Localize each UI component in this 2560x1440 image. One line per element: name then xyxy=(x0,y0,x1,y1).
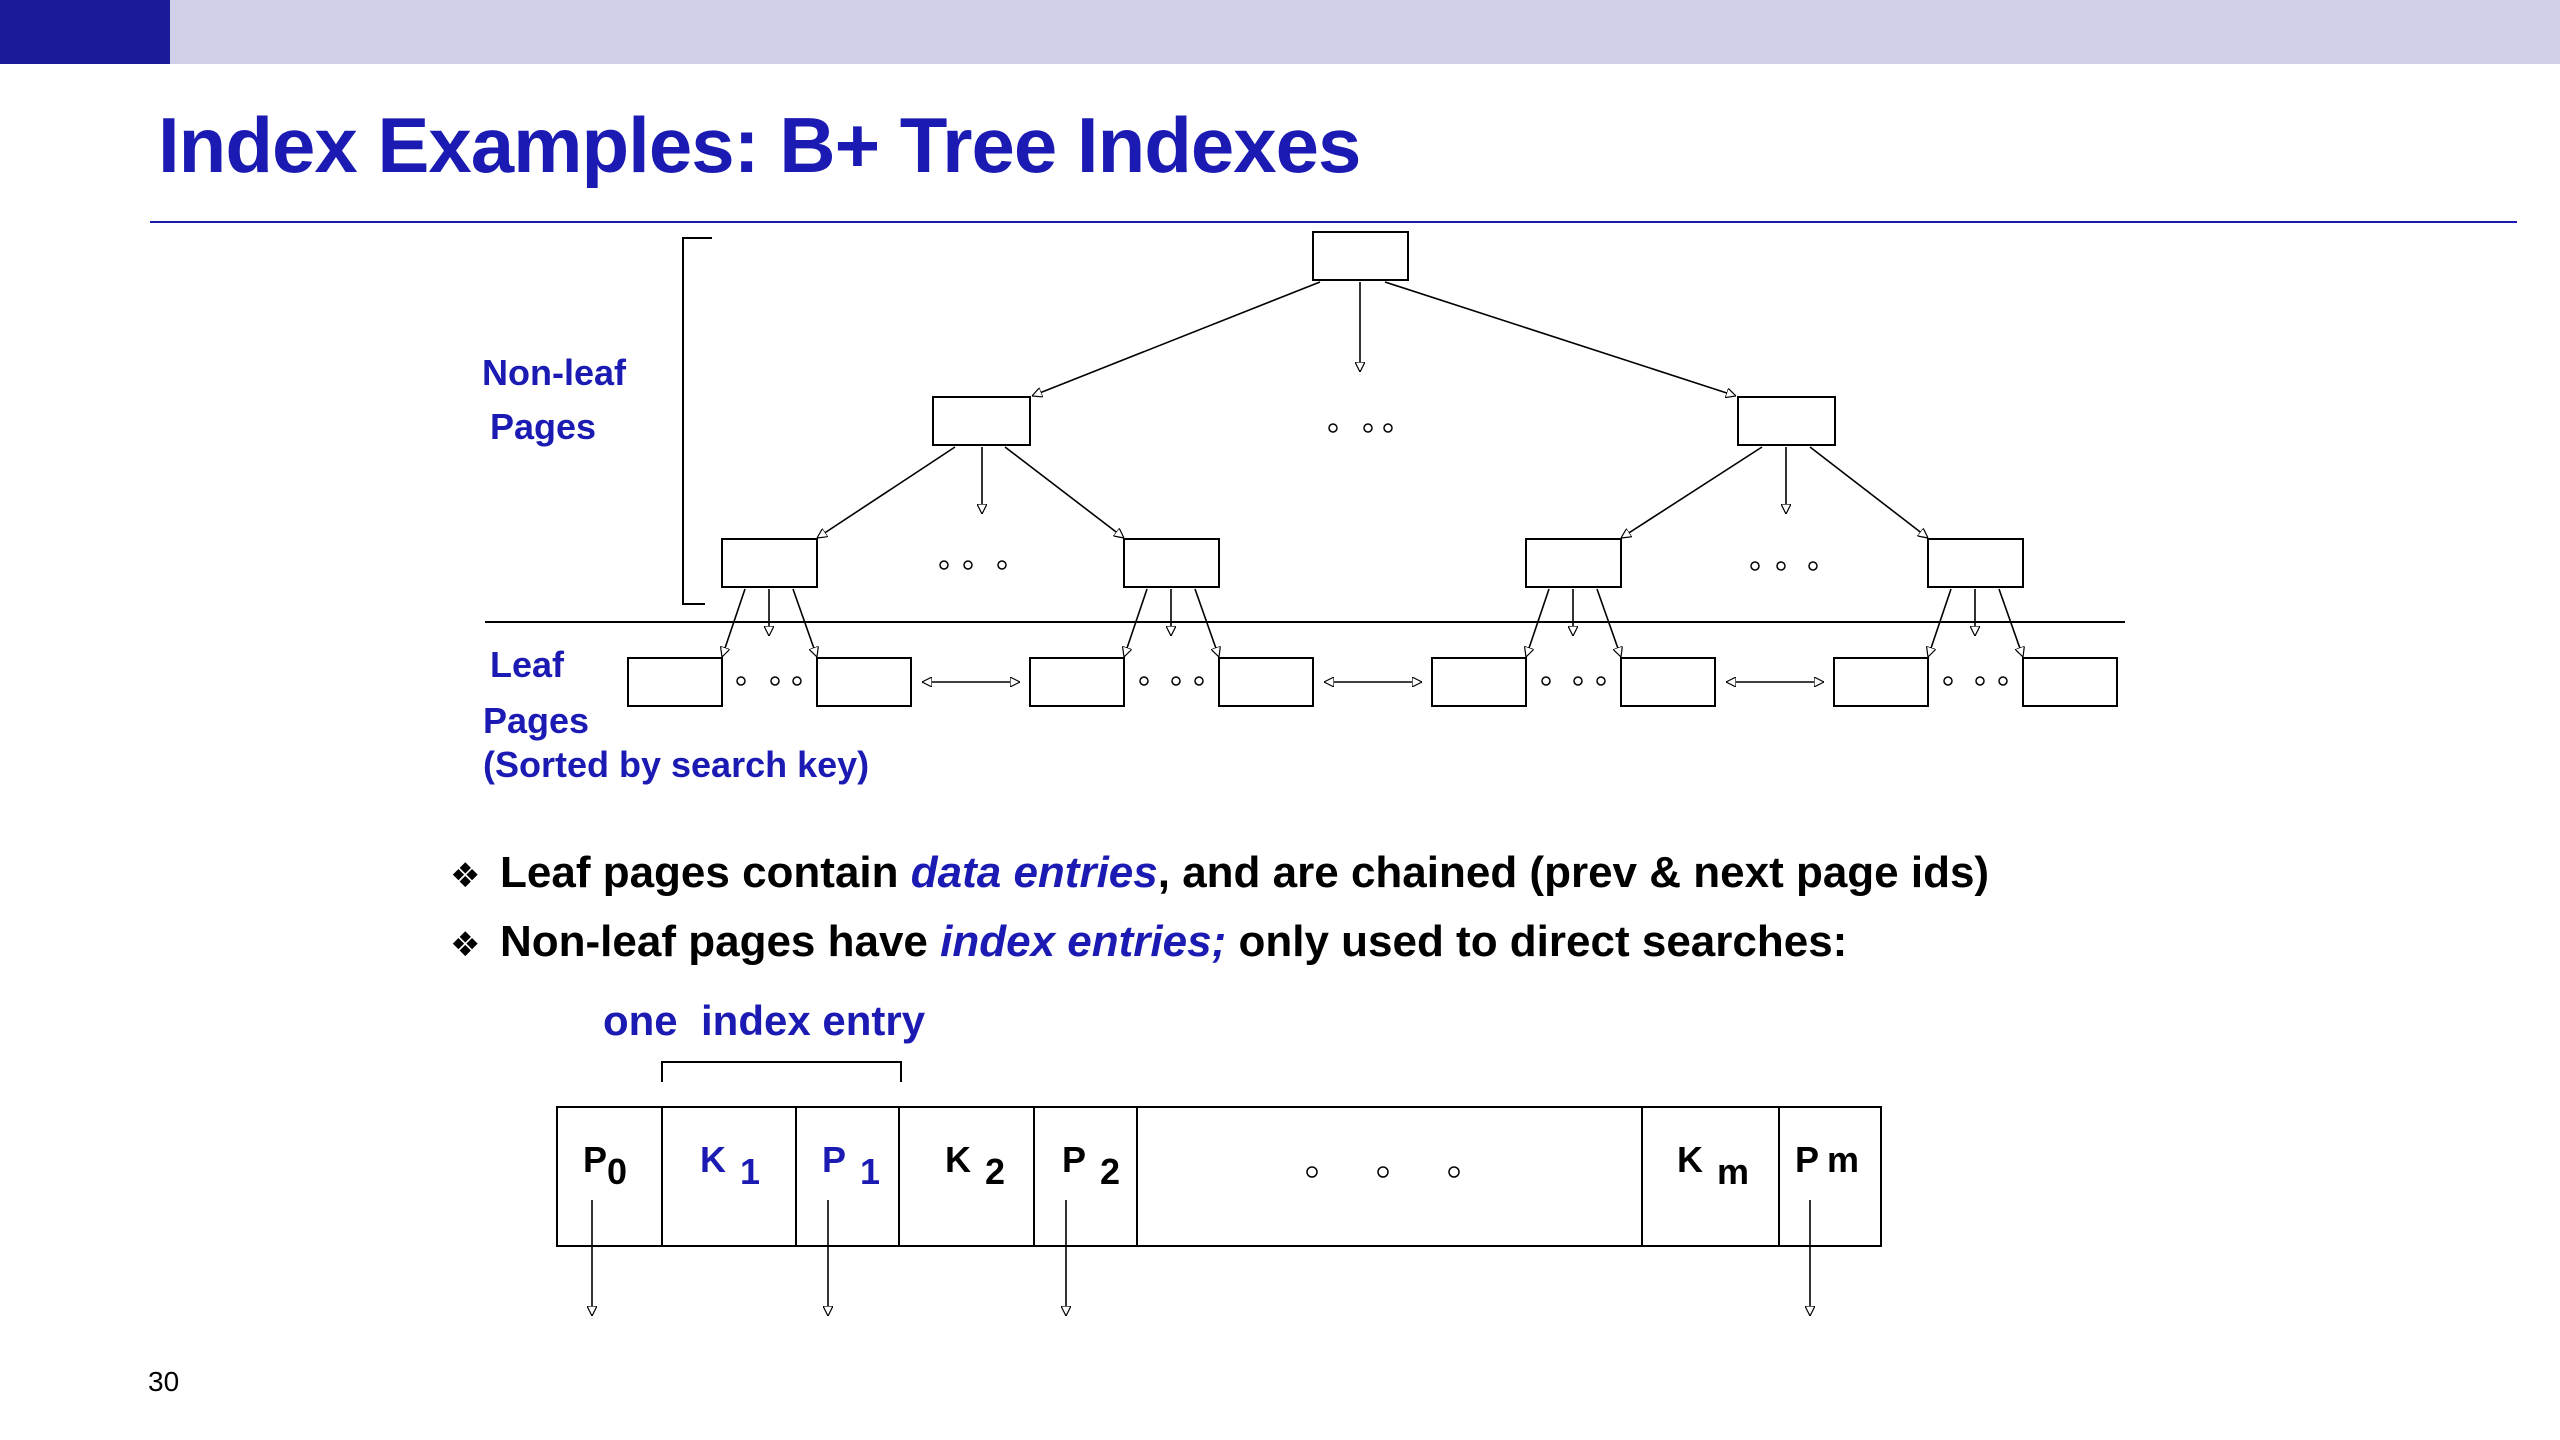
index-page-ellipsis xyxy=(1306,1166,1460,1178)
nonleaf-label-line1: Non-leaf xyxy=(482,352,626,393)
index-page-cells xyxy=(556,1106,1882,1247)
page-number: 30 xyxy=(148,1366,180,1397)
leaf-page-1 xyxy=(627,657,723,707)
bullet-diamond-icon: ❖ xyxy=(450,856,481,896)
nonleaf-bracket xyxy=(682,237,712,605)
bullet-diamond-icon: ❖ xyxy=(450,925,481,965)
bullet-list: ❖Leaf pages contain data entries, and ar… xyxy=(450,840,1989,978)
index-entry-label: one index entry xyxy=(603,997,926,1044)
leaf-page-5 xyxy=(1431,657,1527,707)
level2-node-4 xyxy=(1927,538,2024,588)
bullet-item: ❖Non-leaf pages have index entries; only… xyxy=(450,909,1989,978)
leaf-page-7 xyxy=(1833,657,1929,707)
top-banner-accent xyxy=(0,0,170,64)
leaf-label-line3: (Sorted by search key) xyxy=(483,744,870,785)
leaf-page-3 xyxy=(1029,657,1125,707)
leaf-page-6 xyxy=(1620,657,1716,707)
top-banner xyxy=(0,0,2560,64)
nonleaf-label-line2: Pages xyxy=(490,406,597,447)
leaf-page-8 xyxy=(2022,657,2118,707)
ellipsis-dots xyxy=(736,423,2008,686)
level2-node-2 xyxy=(1123,538,1220,588)
p0-label: P0 xyxy=(583,1139,627,1192)
level2-node-3 xyxy=(1525,538,1622,588)
leaf-label-line1: Leaf xyxy=(490,644,565,685)
index-entry-bracket xyxy=(661,1061,902,1082)
leaf-page-2 xyxy=(816,657,912,707)
tree-pointers xyxy=(722,281,2023,657)
level1-right-node xyxy=(1737,396,1836,446)
index-page-outline xyxy=(556,1106,1882,1247)
leaf-page-4 xyxy=(1218,657,1314,707)
bullet-item: ❖Leaf pages contain data entries, and ar… xyxy=(450,840,1989,909)
root-node xyxy=(1312,231,1409,281)
index-page-pointers xyxy=(592,1200,1810,1316)
level1-left-node xyxy=(932,396,1031,446)
level2-node-1 xyxy=(721,538,818,588)
title-underline xyxy=(150,221,2517,223)
slide-title: Index Examples: B+ Tree Indexes xyxy=(158,101,1361,189)
leaf-label-line2: Pages xyxy=(483,700,590,741)
tree-nodes xyxy=(627,231,2118,707)
